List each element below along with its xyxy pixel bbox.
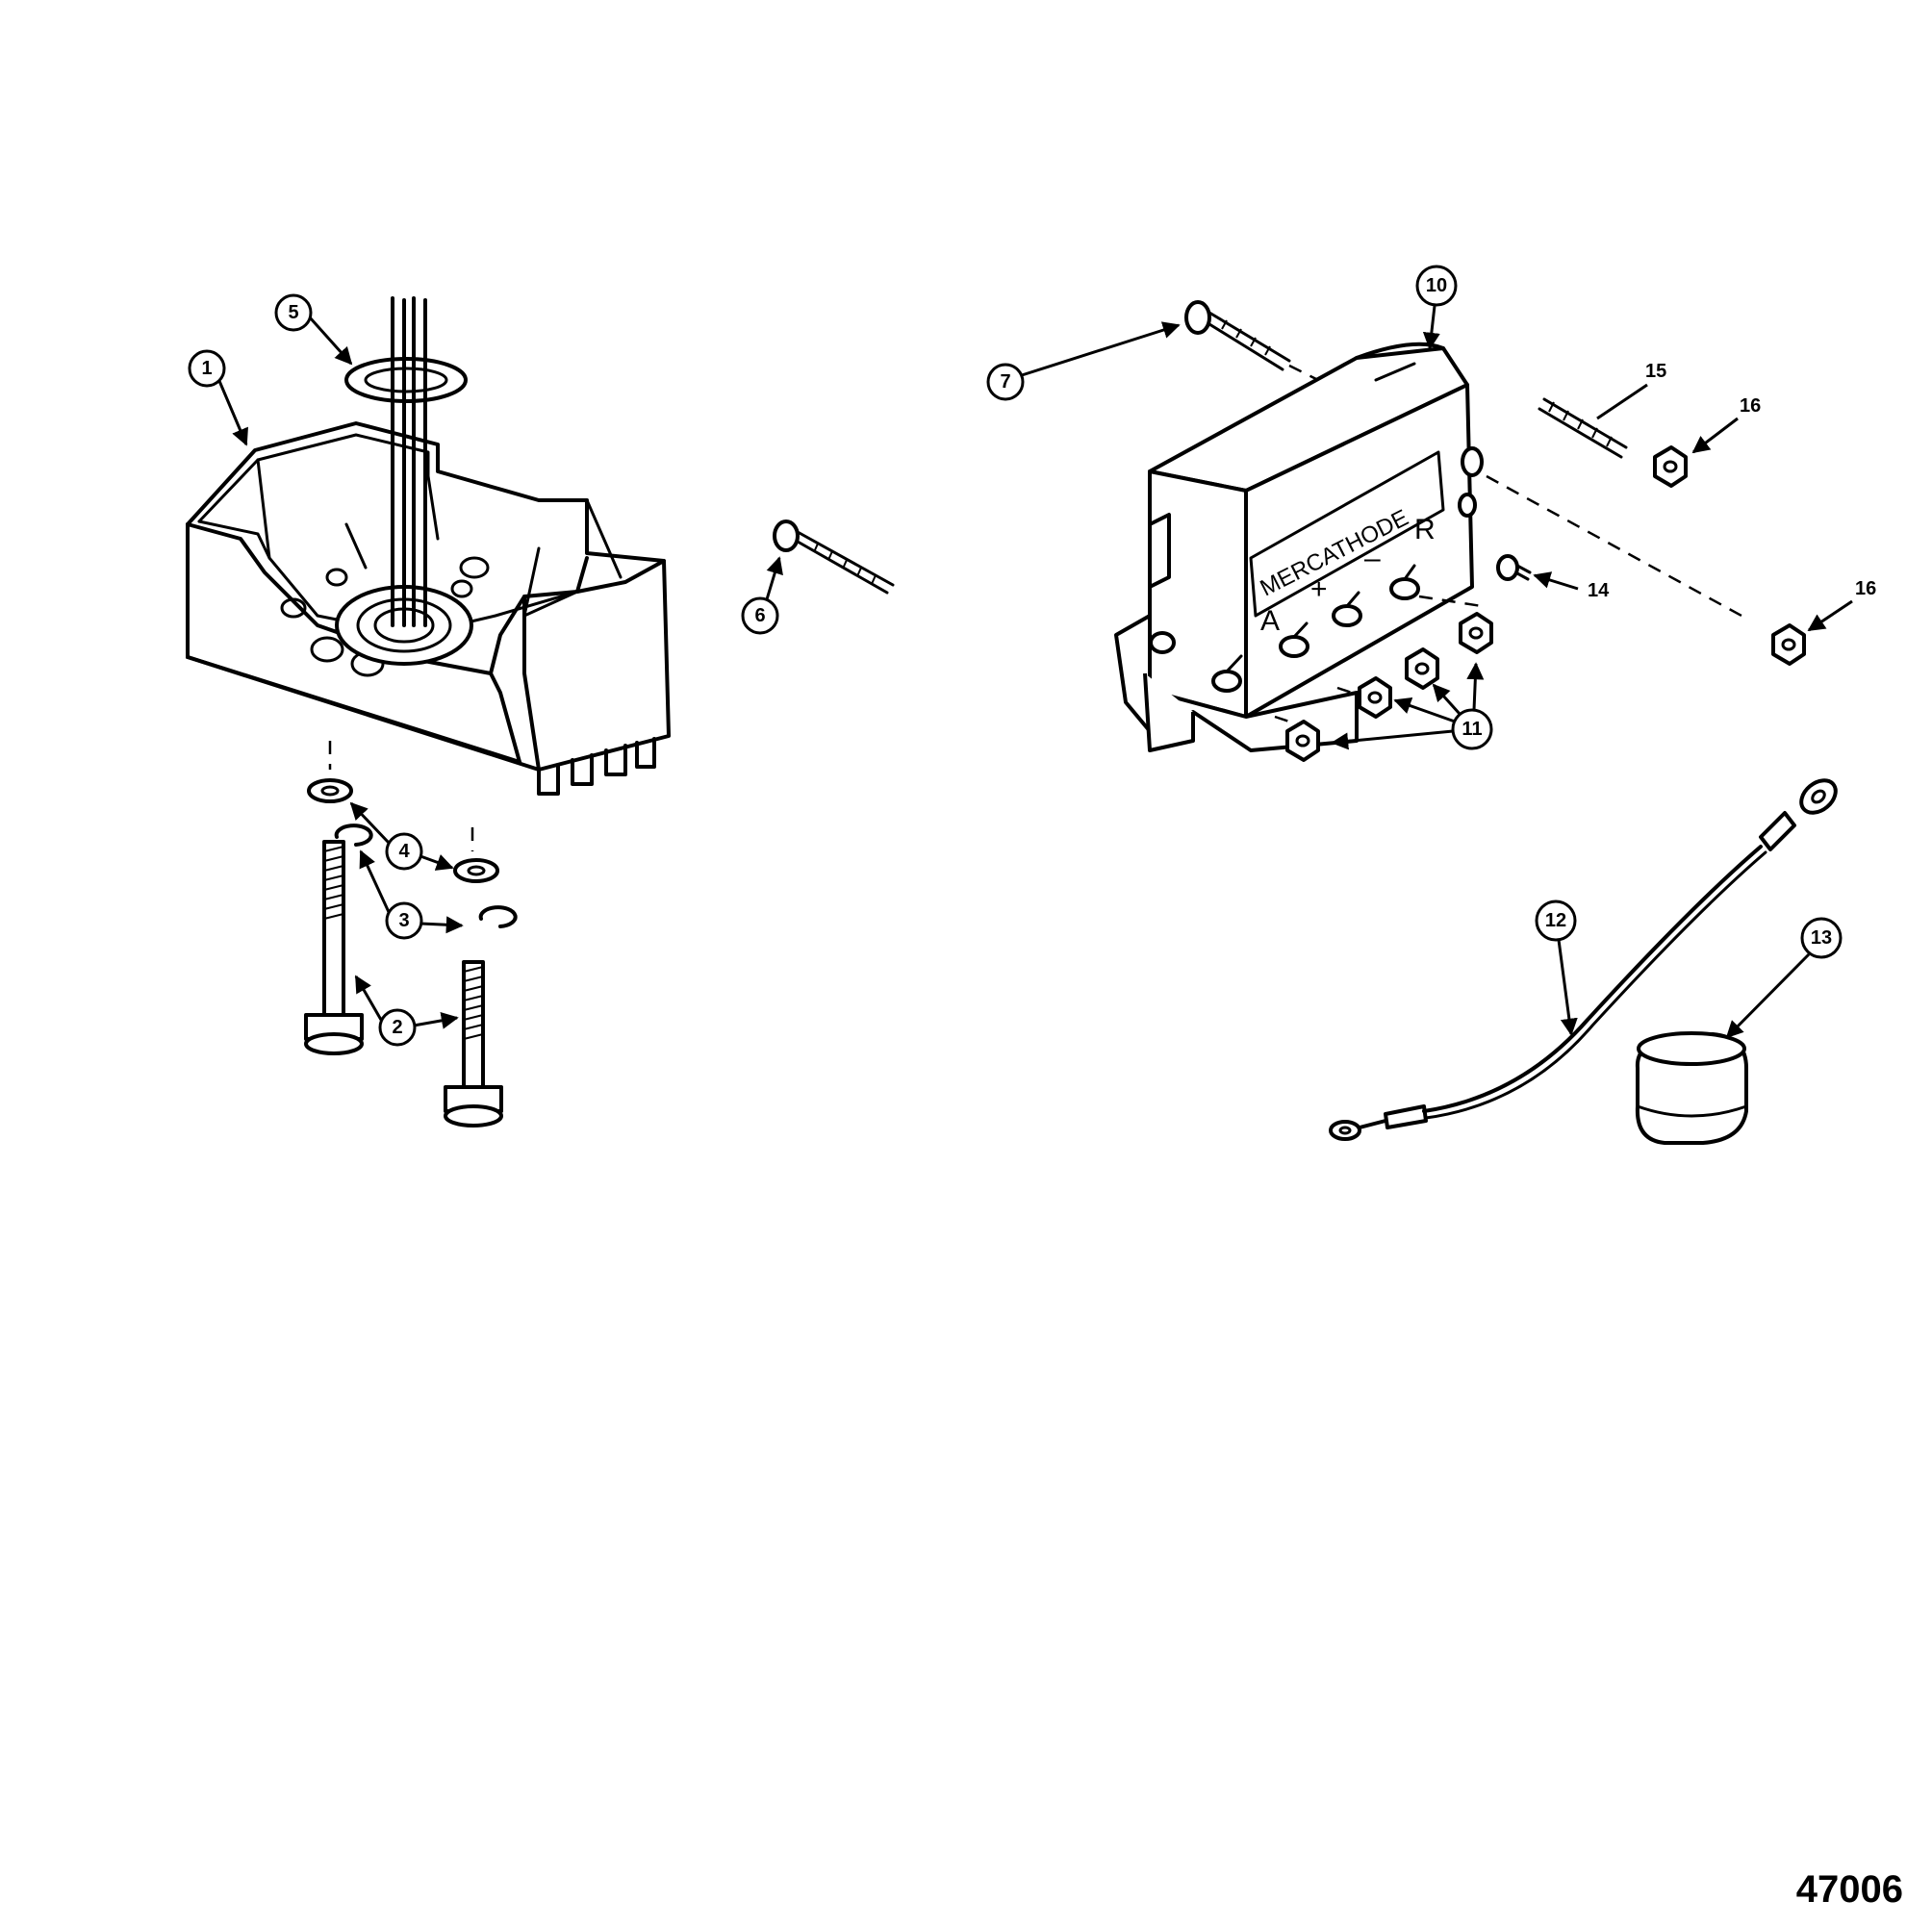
callout-3: 3 (398, 910, 409, 931)
callout-3-circle (385, 901, 423, 940)
callout-5-circle (274, 293, 313, 332)
terminal-posts (1211, 564, 1420, 693)
callout-10-circle (1415, 265, 1458, 307)
ground-strap (1329, 778, 1838, 1141)
callout-4-circle (385, 832, 423, 871)
terminal-label-a: A (1260, 605, 1280, 637)
mounting-bolts (304, 840, 503, 1128)
label-16-lower: 16 (1855, 578, 1876, 599)
callout-7: 7 (1000, 371, 1010, 393)
callout-2-circle (378, 1008, 417, 1047)
callout-11-circle (1451, 708, 1493, 750)
electrode-housing (186, 296, 671, 851)
screw-7 (1184, 300, 1319, 382)
nuts-16 (1653, 445, 1806, 666)
callout-11: 11 (1462, 719, 1482, 740)
callout-12: 12 (1545, 910, 1566, 931)
lock-washers (334, 824, 518, 928)
callout-7-circle (986, 363, 1025, 401)
callouts: 1 5 4 3 2 6 7 10 11 (188, 265, 1876, 1047)
callout-1: 1 (201, 358, 212, 379)
callout-2: 2 (392, 1017, 402, 1038)
gasket-ring (344, 357, 468, 403)
mercathode-controller: A + – R MERCATHODE (1114, 342, 1484, 752)
callout-10: 10 (1426, 275, 1447, 296)
screw-14 (1496, 554, 1532, 581)
flat-washers (307, 778, 499, 883)
callout-13-circle (1800, 917, 1843, 959)
callout-6-circle (741, 596, 779, 635)
callout-6: 6 (754, 605, 765, 626)
callout-5: 5 (288, 302, 298, 323)
callout-1-circle (188, 349, 226, 388)
figure-number: 47006 (1795, 1868, 1903, 1911)
terminal-nuts-11 (1285, 612, 1493, 762)
label-14: 14 (1588, 580, 1610, 601)
rubber-cap (1635, 1031, 1748, 1145)
stud-15 (1538, 397, 1628, 459)
callout-4: 4 (398, 841, 410, 862)
label-16-upper: 16 (1740, 395, 1761, 417)
callout-12-circle (1535, 900, 1577, 942)
terminal-label-minus: – (1364, 543, 1381, 574)
screw-6 (773, 520, 895, 595)
callout-13: 13 (1811, 927, 1832, 949)
terminal-label-r: R (1414, 514, 1436, 545)
terminal-label-plus: + (1310, 573, 1328, 605)
label-15: 15 (1645, 361, 1666, 382)
